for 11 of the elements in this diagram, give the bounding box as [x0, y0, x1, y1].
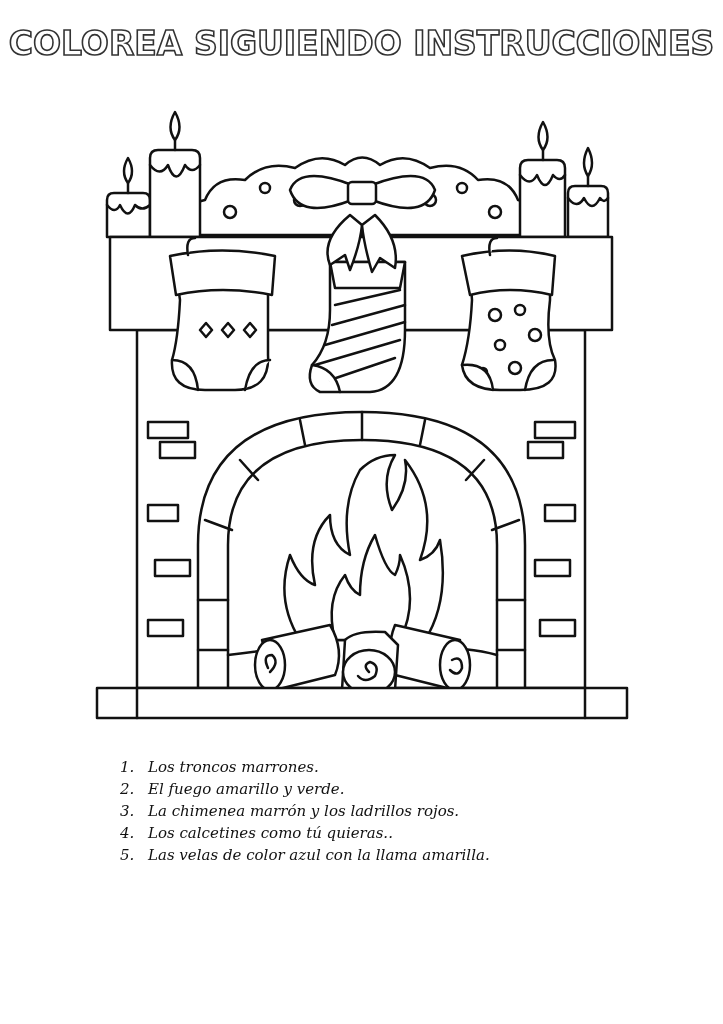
item-number: 4. — [120, 824, 135, 842]
item-number: 1. — [120, 758, 135, 776]
item-number: 3. — [120, 802, 135, 820]
instruction-text: El fuego amarillo y verde. — [148, 780, 345, 798]
instruction-text: Los calcetines como tú quieras.. — [148, 824, 393, 842]
instruction-text: Las velas de color azul con la llama amarilla. — [148, 846, 490, 864]
item-number: 2. — [120, 780, 135, 798]
item-number: 5. — [120, 846, 135, 864]
page-title: COLOREA SIGUIENDO INSTRUCCIONES — [7, 24, 716, 63]
instruction-text: Los troncos marrones. — [148, 758, 319, 776]
instruction-text: La chimenea marrón y los ladrillos rojos. — [148, 802, 460, 820]
